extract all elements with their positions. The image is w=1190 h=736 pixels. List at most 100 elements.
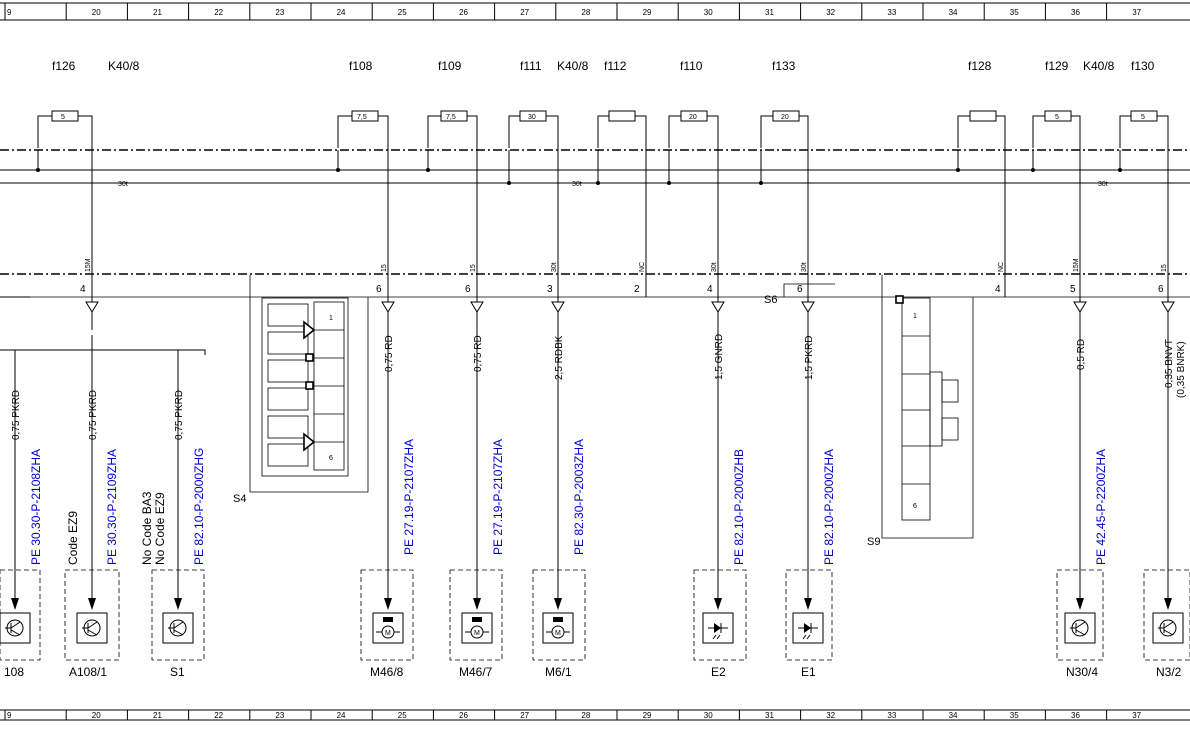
transistor-icon <box>0 598 31 644</box>
ruler-number: 31 <box>765 8 774 17</box>
ruler-number: 22 <box>214 711 223 720</box>
motor-icon: M <box>542 598 574 644</box>
component-label: 108 <box>4 665 24 679</box>
svg-text:0,35 BNVT: 0,35 BNVT <box>1164 339 1175 388</box>
ruler-number: 35 <box>1010 711 1019 720</box>
connector-s9: 1 6 S9 <box>867 275 974 548</box>
svg-text:7,5: 7,5 <box>446 114 456 121</box>
svg-text:30t: 30t <box>711 262 718 272</box>
svg-text:PE 30.30-P-2109ZHA: PE 30.30-P-2109ZHA <box>105 449 119 565</box>
component-label: M46/7 <box>459 665 493 679</box>
svg-text:30t: 30t <box>572 181 582 188</box>
led-icon <box>702 598 734 644</box>
ruler-number: 28 <box>581 8 590 17</box>
transistor-icon <box>1064 598 1096 644</box>
fuse-label: f126 <box>52 59 76 73</box>
branch-left <box>0 296 206 598</box>
svg-text:2,5 RDBK: 2,5 RDBK <box>554 335 565 380</box>
svg-text:15: 15 <box>1161 264 1168 272</box>
ruler-number: 27 <box>520 711 529 720</box>
ruler-number: 31 <box>765 711 774 720</box>
svg-text:6: 6 <box>1158 284 1164 295</box>
transistor-icon <box>76 598 108 644</box>
svg-text:0,5 RD: 0,5 RD <box>1076 339 1087 370</box>
svg-text:30: 30 <box>528 114 536 121</box>
component-label: A108/1 <box>69 665 107 679</box>
svg-text:(0,35 BNRK): (0,35 BNRK) <box>1176 341 1187 398</box>
svg-text:0,75 PKRD: 0,75 PKRD <box>11 390 22 440</box>
svg-text:1,5 GNRD: 1,5 GNRD <box>714 334 725 380</box>
component-boxes <box>0 569 1190 661</box>
component-label: N30/4 <box>1066 665 1098 679</box>
connector-label: S6 <box>764 294 777 306</box>
svg-text:M: M <box>555 630 561 637</box>
svg-text:7,5: 7,5 <box>357 114 367 121</box>
svg-text:0,75 RD: 0,75 RD <box>473 335 484 372</box>
ruler-number: 33 <box>887 8 896 17</box>
led-icon <box>792 598 824 644</box>
svg-text:6: 6 <box>329 455 333 462</box>
svg-text:6: 6 <box>465 284 471 295</box>
svg-text:4: 4 <box>80 284 86 295</box>
transistor-icon <box>162 598 194 644</box>
ruler-number: 29 <box>643 8 652 17</box>
ruler-number: 30 <box>704 8 713 17</box>
svg-text:15: 15 <box>470 264 477 272</box>
ruler-number: 20 <box>92 711 101 720</box>
ruler-number: 34 <box>949 8 958 17</box>
bottom-ruler <box>0 709 1190 721</box>
ruler-number: 35 <box>1010 8 1019 17</box>
svg-text:20: 20 <box>689 114 697 121</box>
svg-text:15M: 15M <box>1073 258 1080 272</box>
relay-label: K40/8 <box>1083 59 1115 73</box>
svg-text:6: 6 <box>376 284 382 295</box>
svg-text:No Code BA3: No Code BA3 <box>140 491 154 565</box>
component-label: S1 <box>170 665 185 679</box>
fuse-label: f108 <box>349 59 373 73</box>
ruler-number: 33 <box>887 711 896 720</box>
svg-text:5: 5 <box>1141 114 1145 121</box>
fuse-label: f129 <box>1045 59 1069 73</box>
fuse-label: f112 <box>604 59 627 73</box>
fuse-label: f111 <box>520 59 542 73</box>
svg-text:0,75 PKRD: 0,75 PKRD <box>88 390 99 440</box>
ruler-number: 20 <box>92 8 101 17</box>
fuses: 5 7,5 7,5 30 20 20 5 5 <box>37 110 1169 148</box>
svg-text:PE 82.10-P-2000ZHG: PE 82.10-P-2000ZHG <box>192 448 206 565</box>
ruler-number: 24 <box>337 8 346 17</box>
ruler-number: 37 <box>1132 8 1141 17</box>
svg-text:Code EZ9: Code EZ9 <box>66 511 80 565</box>
ruler-number: 29 <box>643 711 652 720</box>
svg-text:PE 82.30-P-2003ZHA: PE 82.30-P-2003ZHA <box>572 439 586 555</box>
svg-text:PE 30.30-P-2108ZHA: PE 30.30-P-2108ZHA <box>29 449 43 565</box>
svg-text:30t: 30t <box>1098 181 1108 188</box>
ruler-number: 34 <box>949 711 958 720</box>
svg-text:6: 6 <box>913 503 917 510</box>
svg-text:30t: 30t <box>118 181 128 188</box>
component-label: E2 <box>711 665 726 679</box>
svg-text:NC: NC <box>639 262 646 272</box>
svg-text:PE 27.19-P-2107ZHA: PE 27.19-P-2107ZHA <box>491 439 505 555</box>
svg-text:5: 5 <box>1055 114 1059 121</box>
svg-text:PE 42.45-P-2200ZHA: PE 42.45-P-2200ZHA <box>1094 449 1108 565</box>
component-label: M46/8 <box>370 665 404 679</box>
connector-label: S4 <box>233 493 246 505</box>
svg-text:1: 1 <box>913 313 917 320</box>
relay-label: K40/8 <box>108 59 140 73</box>
ruler-labels: 9920202121222223232424252526262727282829… <box>7 8 1142 720</box>
svg-text:30t: 30t <box>801 262 808 272</box>
svg-text:4: 4 <box>995 284 1001 295</box>
ruler-number: 27 <box>520 8 529 17</box>
svg-text:20: 20 <box>781 114 789 121</box>
fuse-label: f110 <box>680 59 703 73</box>
svg-text:15M: 15M <box>85 258 92 272</box>
fuse-label: f109 <box>438 59 462 73</box>
ruler-number: 26 <box>459 8 468 17</box>
svg-text:NC: NC <box>998 262 1005 272</box>
ruler-number: 32 <box>826 8 835 17</box>
fuse-label: f128 <box>968 59 992 73</box>
pin-codes: 15M 15 15 30t NC 30t 30t NC 15M 15 <box>85 258 1168 272</box>
svg-text:1,5 PKRD: 1,5 PKRD <box>804 336 815 380</box>
svg-text:4: 4 <box>707 284 713 295</box>
output-wires <box>91 148 1169 598</box>
